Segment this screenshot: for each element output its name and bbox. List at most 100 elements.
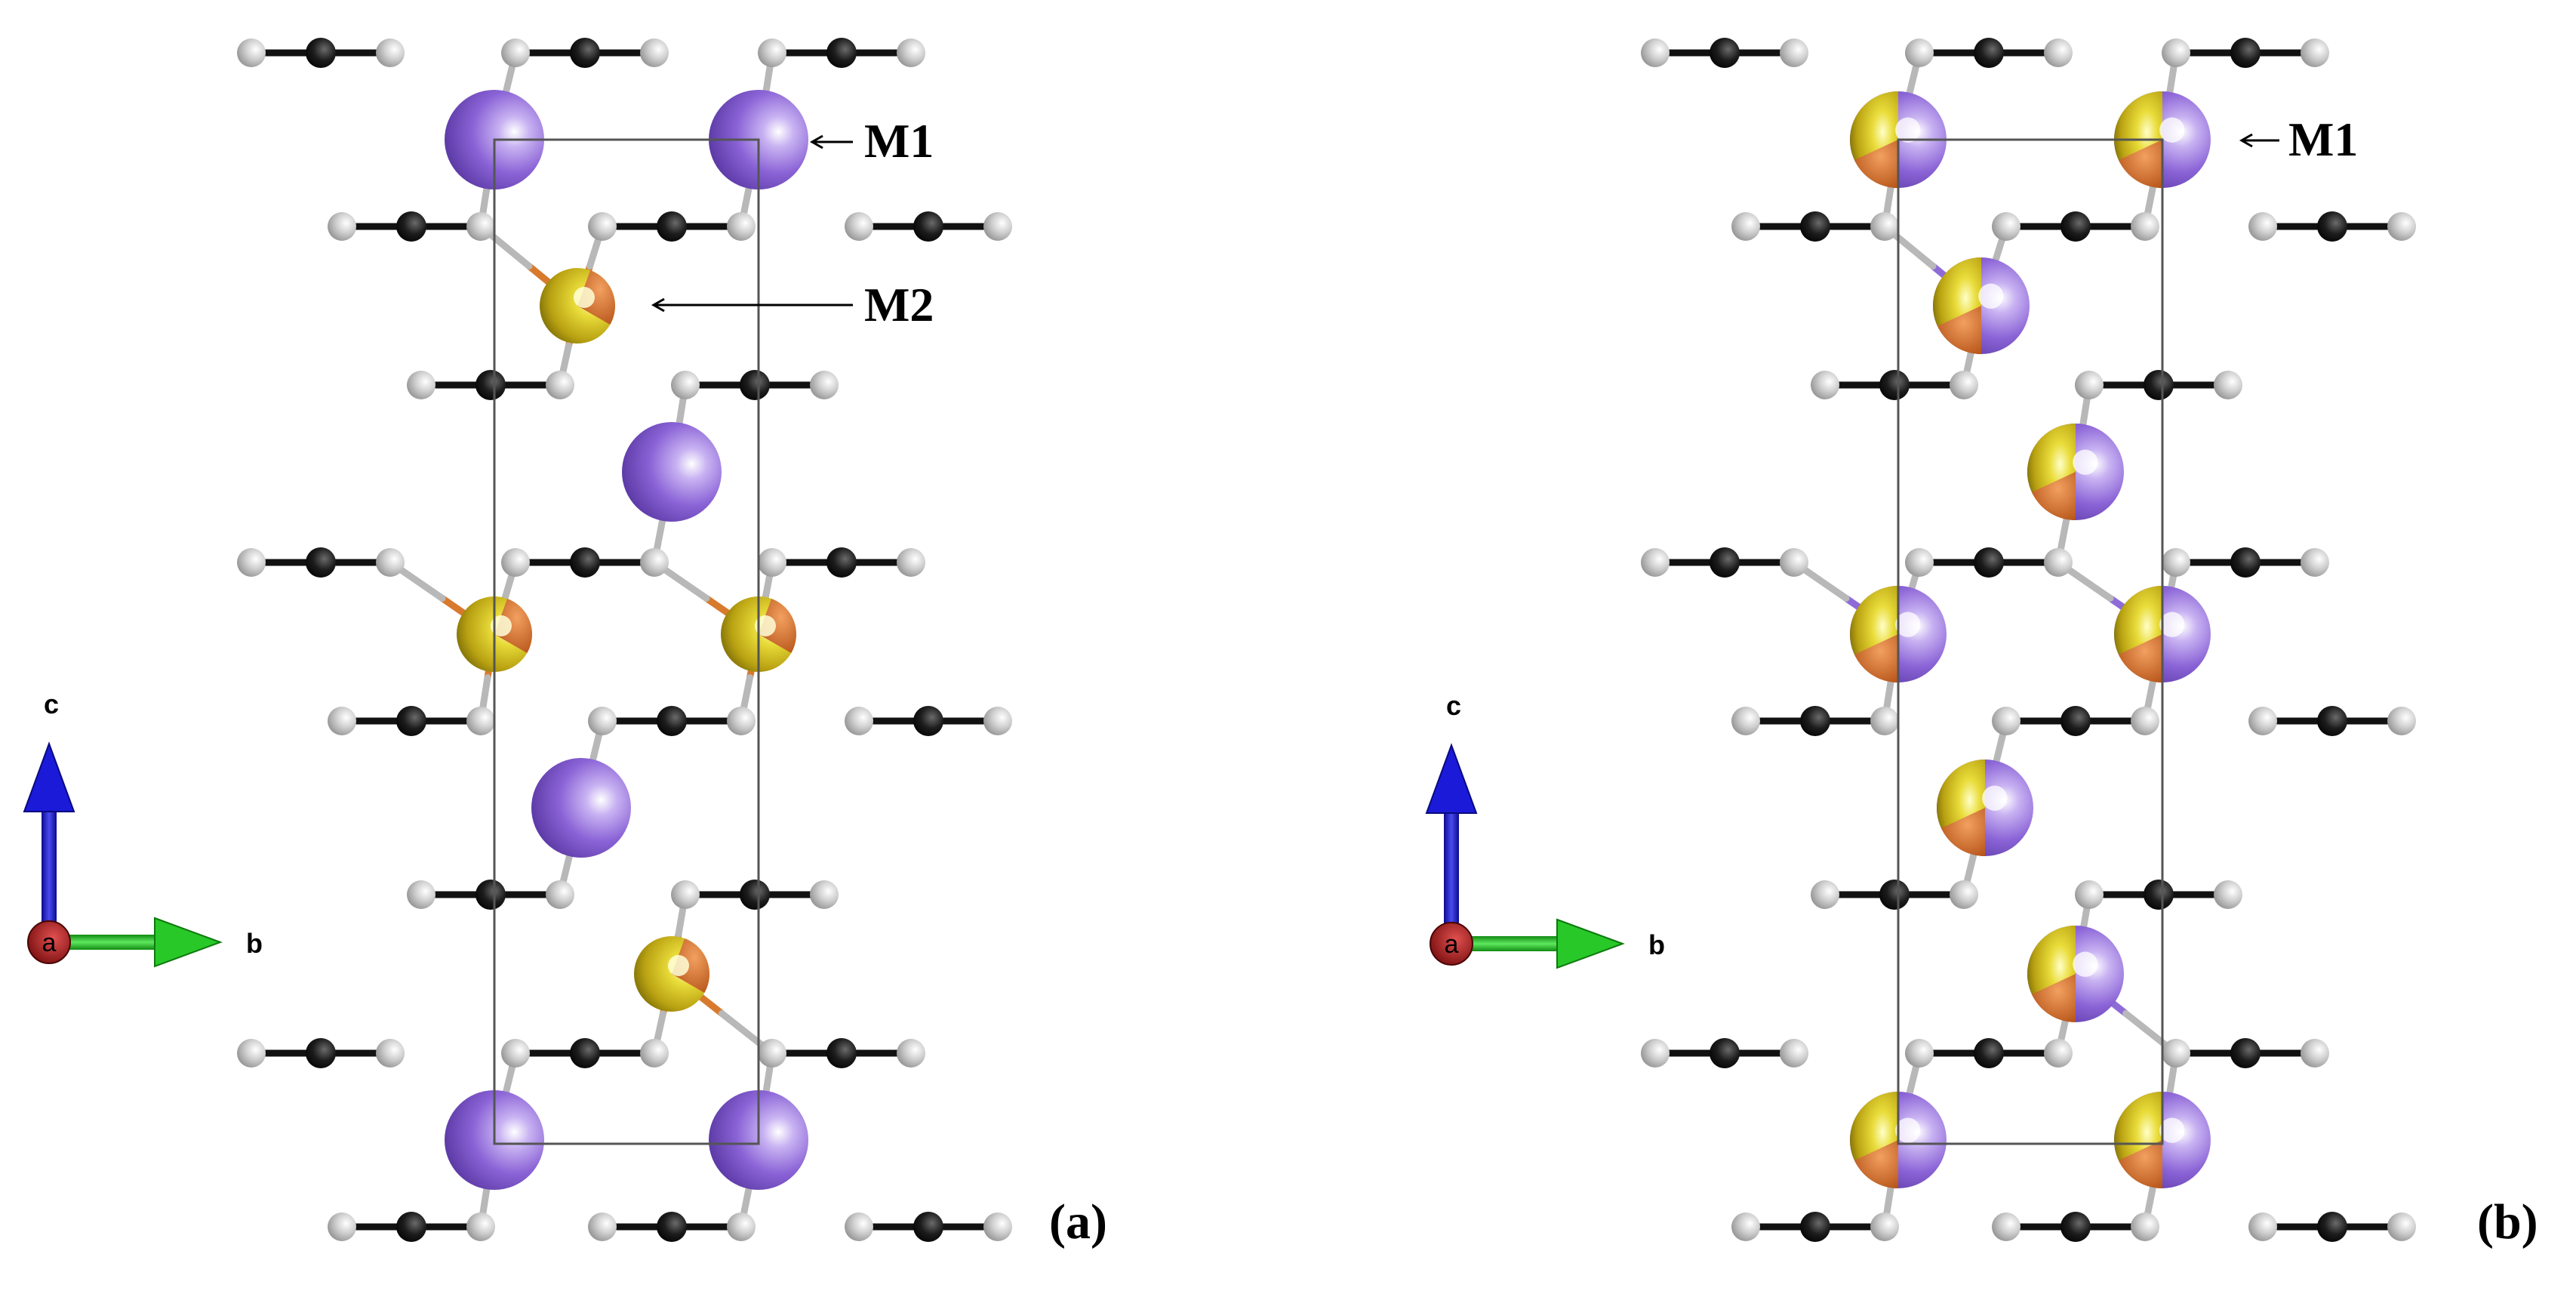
grey-atom [2301, 548, 2329, 577]
black-atom [826, 1038, 857, 1068]
a-axis-dot [27, 920, 71, 964]
label-m1-a: M1 [864, 114, 934, 168]
metal-atom-mixed-orange-sector [2031, 974, 2076, 1022]
black-atom [2230, 38, 2261, 68]
metal-atom-highlight [2073, 951, 2098, 977]
a-axis-dot [1430, 922, 1473, 966]
grey-atom [671, 880, 700, 909]
grey-atom [758, 39, 786, 67]
grey-atom [2075, 880, 2104, 909]
grey-atom [2044, 39, 2073, 67]
grey-atom [501, 1039, 530, 1068]
black-atom [306, 1038, 336, 1068]
grey-atom [328, 707, 356, 735]
b-axis-shaft [60, 935, 158, 950]
black-atom [2317, 706, 2347, 736]
grey-atom [2248, 707, 2277, 735]
grey-atom [588, 1212, 617, 1241]
grey-atom [328, 212, 356, 241]
c-axis-shaft [42, 785, 57, 936]
metal-atom-orange-sector [672, 938, 709, 993]
grey-atom [640, 39, 669, 67]
grey-atom [845, 1212, 873, 1241]
black-atom [396, 706, 426, 736]
grey-atom [501, 39, 530, 67]
grey-atom [2044, 1039, 2073, 1068]
grey-atom [640, 1039, 669, 1068]
b-axis-label: b [1648, 929, 1665, 960]
metal-atom-mixed-orange-sector [1937, 306, 1981, 354]
metal-atom-orange-sector [494, 599, 532, 653]
black-atom [396, 211, 426, 242]
black-atom [1710, 1038, 1740, 1068]
metal-atom-highlight [2159, 612, 2185, 637]
grey-atom [1641, 39, 1670, 67]
black-atom [657, 1212, 687, 1242]
grey-atom [407, 371, 435, 399]
black-atom [1879, 370, 1910, 400]
black-atom [826, 547, 857, 578]
grey-atom [1992, 1212, 2020, 1241]
label-m1-b: M1 [2288, 112, 2358, 166]
metal-atom-highlight [1982, 785, 2008, 811]
grey-atom [588, 212, 617, 241]
grey-atom [466, 1212, 495, 1241]
grey-atom [2301, 39, 2329, 67]
grey-atom [1870, 212, 1899, 241]
axes-triad-b: a c b [1425, 690, 1665, 969]
black-atom [913, 706, 943, 736]
grey-atom [1811, 371, 1839, 399]
panel-a-structure [237, 38, 1012, 1242]
grey-atom [2162, 548, 2190, 577]
black-atom [657, 706, 687, 736]
black-atom [2230, 1038, 2261, 1068]
grey-atom [2387, 212, 2416, 241]
c-axis-label: c [44, 689, 59, 719]
unit-cell [493, 138, 760, 1145]
grey-atom [897, 548, 925, 577]
black-atom [306, 547, 336, 578]
panel-a-annotations: M1 M2 (a) [651, 114, 1107, 1249]
metal-atom-highlight [491, 615, 512, 636]
grey-atom [983, 212, 1012, 241]
black-atom [2144, 370, 2174, 400]
a-axis-label: a [1445, 930, 1459, 959]
grey-atom [2131, 212, 2159, 241]
black-atom [2060, 1212, 2091, 1242]
grey-atom [2248, 1212, 2277, 1241]
grey-atom [1905, 1039, 1934, 1068]
grey-atom [2387, 707, 2416, 735]
grey-atom [1811, 880, 1839, 909]
black-atom [2060, 211, 2091, 242]
black-atom [2230, 547, 2261, 578]
black-atom [1800, 1212, 1830, 1242]
grey-atom [1731, 707, 1760, 735]
black-atom [2144, 880, 2174, 910]
grey-atom [237, 1039, 266, 1068]
c-axis-arrowhead [1425, 743, 1478, 814]
black-atom [1800, 706, 1830, 736]
grey-atom [2214, 371, 2242, 399]
metal-atom-mixed-orange-sector [2118, 140, 2162, 188]
metal-atom-mixed-orange-sector [2118, 634, 2162, 682]
grey-atom [2214, 880, 2242, 909]
black-atom [1800, 211, 1830, 242]
label-m2-a: M2 [864, 278, 934, 331]
metal-atom-orange-sector [577, 270, 615, 325]
black-atom [475, 880, 506, 910]
grey-atom [727, 212, 756, 241]
grey-atom [1992, 212, 2020, 241]
metal-atom-purple [622, 422, 722, 522]
metal-atom-highlight [2159, 1117, 2185, 1143]
axes-triad-a: a c b [23, 689, 263, 968]
grey-atom [376, 1039, 405, 1068]
a-axis-label: a [42, 929, 57, 957]
grey-atom [376, 39, 405, 67]
grey-atom [2387, 1212, 2416, 1241]
grey-atom [501, 548, 530, 577]
grey-atom [845, 707, 873, 735]
black-atom [1710, 38, 1740, 68]
black-atom [740, 370, 770, 400]
grey-atom [2248, 212, 2277, 241]
black-atom [475, 370, 506, 400]
